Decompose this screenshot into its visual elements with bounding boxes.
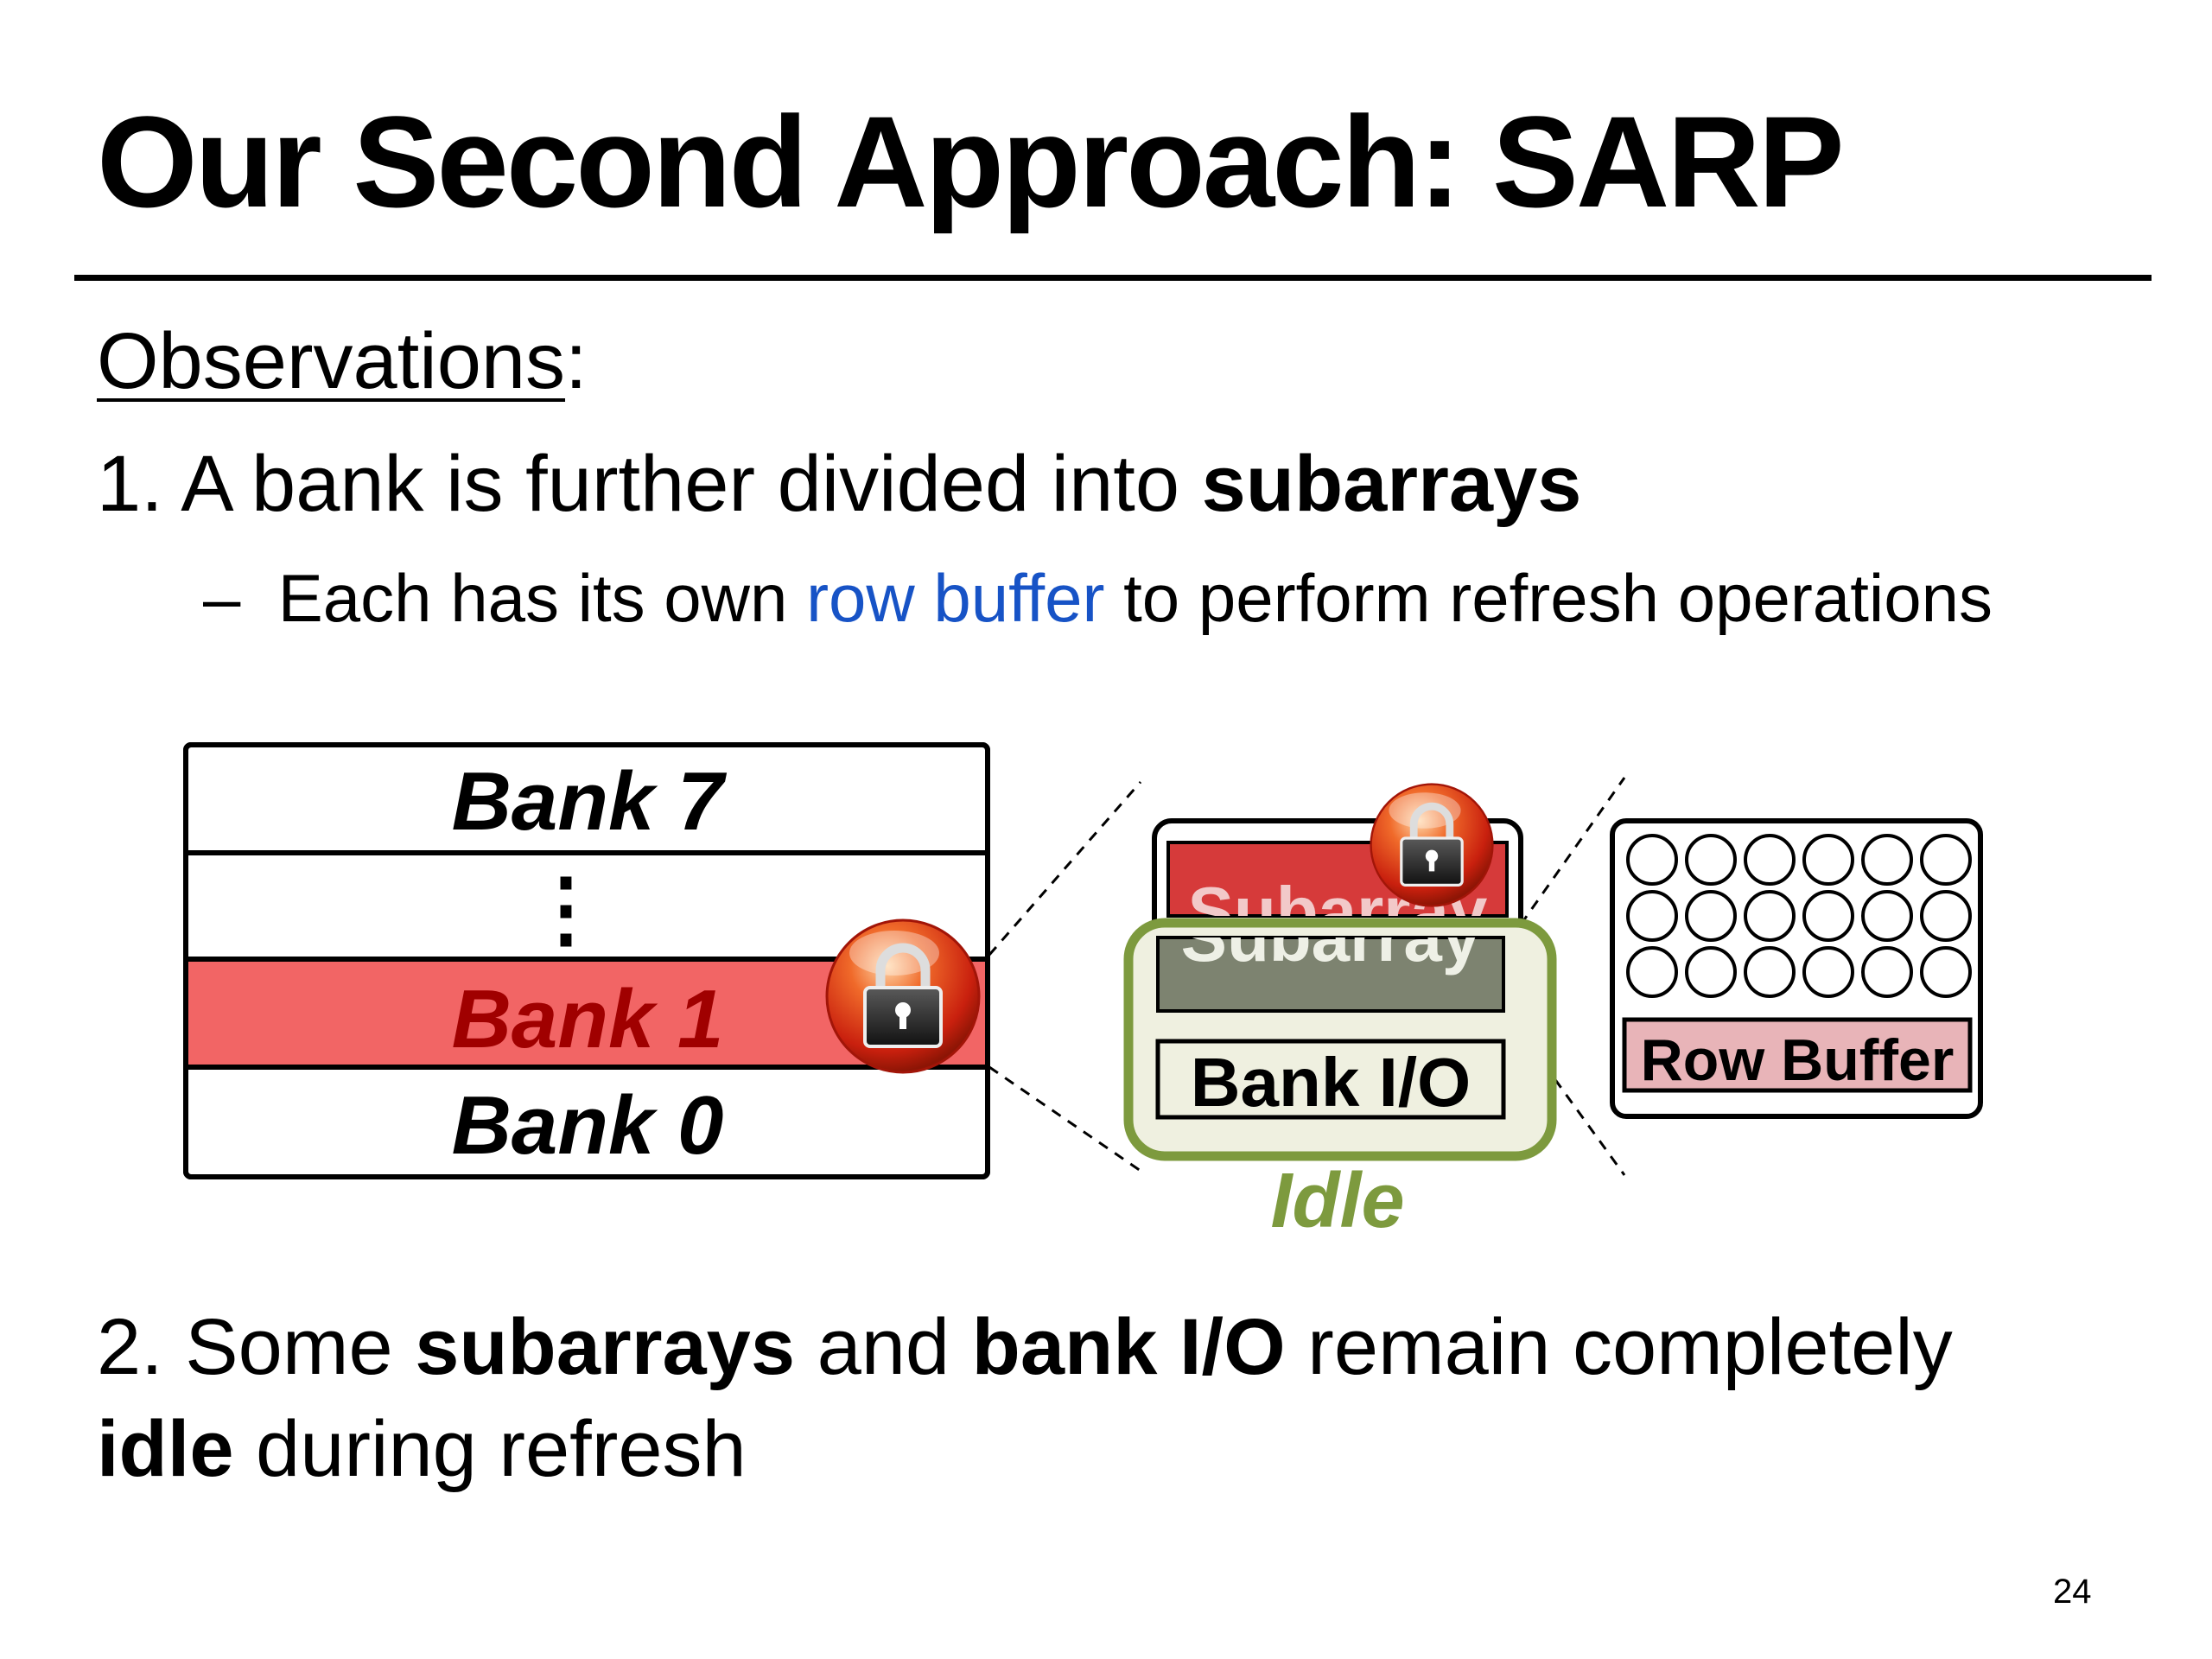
observation-2-text: remain completely xyxy=(1285,1303,1953,1391)
bank-stack-outline xyxy=(183,742,990,1179)
observation-2-bold-subarrays: subarrays xyxy=(415,1303,796,1391)
bank-io-label: Bank I/O xyxy=(1191,1044,1471,1121)
dram-cell xyxy=(1744,834,1796,886)
subpoint-highlight: row buffer xyxy=(806,560,1105,636)
dram-cell xyxy=(1861,834,1913,886)
zoom-lines-right xyxy=(1497,777,1626,1176)
dram-cell xyxy=(1685,946,1737,998)
observation-1: 1. A bank is further divided into subarr… xyxy=(97,440,1582,528)
subarray-detail: Row Buffer xyxy=(1610,818,1983,1119)
dram-cell xyxy=(1861,890,1913,942)
idle-subarray-label: Subarray xyxy=(1181,899,1481,976)
dram-cell xyxy=(1802,834,1854,886)
observations-heading: Observations: xyxy=(97,317,588,405)
dram-cell xyxy=(1685,890,1737,942)
zoom-line-right-bottom xyxy=(1497,1001,1626,1176)
observation-2-text: and xyxy=(795,1303,972,1391)
row-buffer xyxy=(1622,1017,1973,1093)
cell-grid xyxy=(1626,834,1972,998)
bank-ellipsis: ⋮ xyxy=(524,863,607,956)
dram-cell xyxy=(1626,890,1678,942)
observation-2-text: 2. Some xyxy=(97,1303,416,1391)
observation-2-bold-bank-io: bank I/O xyxy=(971,1303,1286,1391)
dram-cell xyxy=(1802,946,1854,998)
zoom-line-right-top xyxy=(1519,777,1626,925)
observation-2-bold-idle: idle xyxy=(97,1405,234,1493)
zoom-line-bottom xyxy=(988,1065,1141,1173)
dram-cell xyxy=(1744,946,1796,998)
dram-cell xyxy=(1802,890,1854,942)
bank-stack: Bank 7 ⋮ Bank 1 Bank 0 xyxy=(183,742,990,1179)
subpoint-dash: – xyxy=(203,560,241,636)
zoom-lines-left xyxy=(988,781,1142,1173)
dram-cell xyxy=(1626,834,1678,886)
lock-icon xyxy=(1370,783,1494,907)
bank-7-label: Bank 7 xyxy=(452,755,728,848)
dram-cell xyxy=(1626,946,1678,998)
dram-cell xyxy=(1920,834,1972,886)
dram-cell xyxy=(1744,890,1796,942)
page-number: 24 xyxy=(2053,1573,2092,1611)
dram-cell xyxy=(1920,946,1972,998)
observation-1-bold: subarrays xyxy=(1201,440,1582,528)
subpoint-text-before: Each has its own xyxy=(277,560,807,636)
bank-io-box xyxy=(1155,1039,1506,1120)
dram-cell xyxy=(1920,890,1972,942)
lock-icon xyxy=(825,918,981,1074)
dram-cell xyxy=(1685,834,1737,886)
observation-1-text: 1. A bank is further divided into xyxy=(97,440,1202,528)
slide-title: Our Second Approach: SARP xyxy=(97,89,1845,234)
observation-1-subpoint: – Each has its own row buffer to perform… xyxy=(203,560,1993,636)
zoom-line-top xyxy=(988,781,1142,956)
observation-2-text: during refresh xyxy=(233,1405,747,1493)
row-buffer-label: Row Buffer xyxy=(1641,1027,1955,1093)
observations-colon: : xyxy=(565,317,588,405)
bank-detail: Subarray Subarray Bank I/O Idle xyxy=(1123,818,1557,1244)
bank-0-label: Bank 0 xyxy=(452,1079,724,1172)
bank-1-label: Bank 1 xyxy=(452,973,724,1065)
observations-label: Observations xyxy=(97,317,566,405)
dram-cell xyxy=(1861,946,1913,998)
title-divider xyxy=(74,275,2152,281)
idle-label: Idle xyxy=(1270,1158,1404,1244)
idle-subarray xyxy=(1156,936,1505,1013)
subpoint-text-after: to perform refresh operations xyxy=(1104,560,1993,636)
observation-2: 2. Some subarrays and bank I/O remain co… xyxy=(97,1296,2084,1500)
